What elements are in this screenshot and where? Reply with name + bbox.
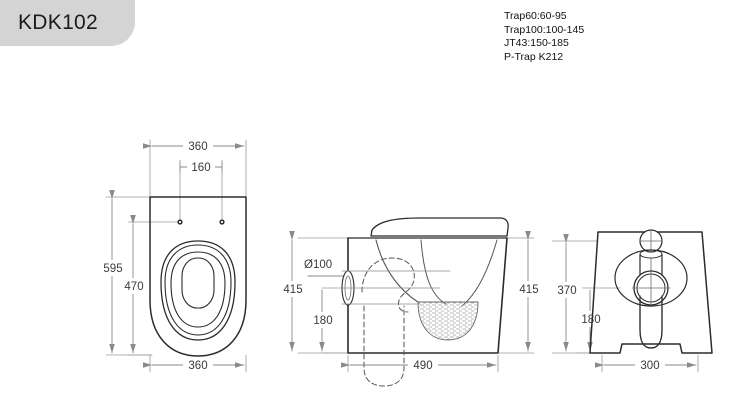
front-seat-inner <box>164 244 232 336</box>
side-bowl-rear-slope <box>461 239 498 307</box>
side-outlet-diameter-text: Ø100 <box>304 259 332 271</box>
model-code-badge: KDK102 <box>0 0 135 46</box>
side-internal-trap-passage <box>361 257 415 313</box>
side-dim-depth: 490 <box>341 357 497 372</box>
front-dim-top-width-text: 360 <box>188 141 207 153</box>
front-dim-total-height-text: 595 <box>103 263 122 275</box>
side-view: 415 180 Ø100 490 <box>278 217 544 387</box>
back-dim-outlet-height-text: 180 <box>581 314 600 326</box>
back-dim-outlet-height: 180 <box>576 289 606 352</box>
side-bowl-inner-front <box>375 239 419 303</box>
side-dim-depth-text: 490 <box>413 360 432 372</box>
back-dim-width-text: 300 <box>640 360 659 372</box>
front-dim-total-height: 595 <box>98 190 128 354</box>
front-dim-seat-height: 470 <box>119 215 149 354</box>
side-bowl-inner-wall <box>420 239 447 305</box>
model-code-label: KDK102 <box>18 11 99 34</box>
side-dim-height-left: 415 <box>278 231 308 352</box>
spec-note-line-4: P-Trap K212 <box>504 50 564 63</box>
side-seat-lid <box>370 217 509 237</box>
spec-note-line-3: JT43:150-185 <box>504 37 569 50</box>
front-bowl-opening <box>181 257 215 309</box>
back-dim-width: 300 <box>595 357 697 372</box>
back-dim-height: 370 <box>552 234 582 352</box>
front-dim-bottom-width-text: 360 <box>188 360 207 372</box>
front-bolt-hole-left-center <box>178 220 182 224</box>
front-view: 360 160 595 <box>98 138 247 373</box>
front-pan-outline <box>149 196 247 357</box>
side-water-trap <box>417 301 479 341</box>
front-dim-bottom-width: 360 <box>143 357 245 372</box>
spec-notes: Trap60:60-95 Trap100:100-145 JT43:150-18… <box>504 10 584 64</box>
front-dim-seat-height-text: 470 <box>124 281 143 293</box>
side-dim-outlet-height-text: 180 <box>313 315 332 327</box>
side-dim-height-right: 415 <box>514 231 544 352</box>
spec-note-line-1: Trap60:60-95 <box>504 10 567 22</box>
front-dim-bolt-spacing: 160 <box>179 159 223 174</box>
back-extension-lines <box>551 240 699 373</box>
front-extension-lines <box>105 139 247 373</box>
back-body-outline <box>589 231 713 354</box>
side-outlet-diameter-callout: Ø100 <box>304 259 350 285</box>
side-body-outline <box>347 237 508 354</box>
side-dim-outlet-height: 180 <box>308 289 338 352</box>
front-seat-outer <box>160 240 236 341</box>
back-view: 370 180 300 <box>551 229 713 373</box>
back-pedestal-lower <box>639 295 663 349</box>
front-bowl-rim <box>170 251 226 328</box>
front-dim-top-width: 360 <box>143 138 245 153</box>
back-dim-height-text: 370 <box>557 285 576 297</box>
side-dim-height-left-text: 415 <box>283 284 302 296</box>
spec-note-line-2: Trap100:100-145 <box>504 23 585 36</box>
front-dim-bolt-spacing-text: 160 <box>191 162 210 174</box>
side-base-footprint <box>363 305 405 387</box>
front-bolt-hole-right-center <box>220 220 224 224</box>
side-dim-height-right-text: 415 <box>519 284 538 296</box>
